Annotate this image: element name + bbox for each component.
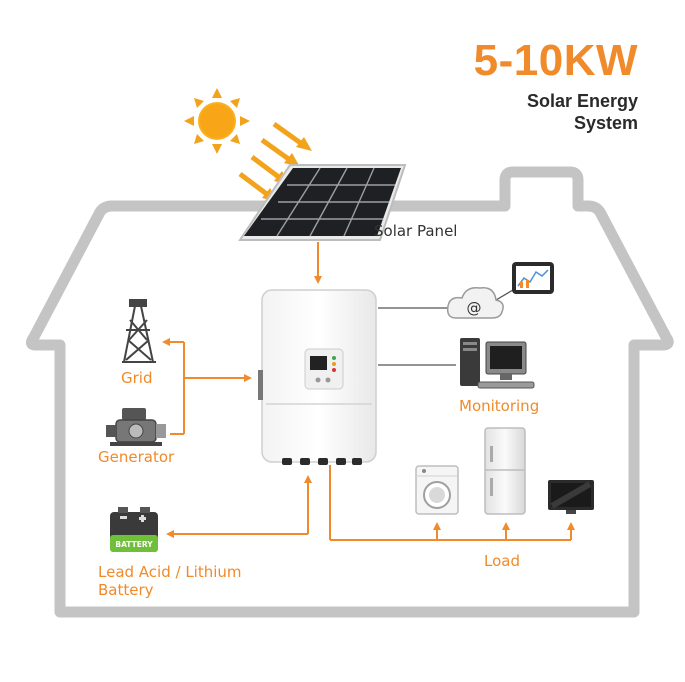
- label-generator: Generator: [98, 448, 175, 466]
- svg-text:@: @: [467, 299, 482, 317]
- load-connection-lines: [329, 465, 575, 541]
- battery-connection-lines: [166, 475, 312, 538]
- battery-icon: BATTERY: [110, 507, 158, 552]
- cloud-at-icon: @: [446, 286, 504, 319]
- page-title: 5-10KW: [473, 36, 638, 85]
- inverter-icon: [258, 289, 377, 465]
- computer-icon: [460, 338, 535, 389]
- house-outline: [25, 166, 674, 618]
- label-load: Load: [484, 552, 520, 570]
- label-monitoring: Monitoring: [459, 397, 540, 415]
- washing-machine-icon: [415, 465, 459, 515]
- tv-icon: [548, 480, 594, 514]
- refrigerator-icon: [484, 427, 526, 515]
- grid-connection-lines: [162, 338, 252, 435]
- generator-icon: [106, 408, 166, 446]
- sun-icon: [184, 88, 250, 154]
- tablet-icon: [512, 262, 554, 294]
- page-subtitle: Solar Energy System: [526, 91, 638, 133]
- grid-tower-icon: [122, 299, 156, 363]
- label-battery: Lead Acid / Lithium Battery: [98, 563, 242, 599]
- label-solar-panel: Solar Panel: [374, 222, 458, 240]
- label-grid: Grid: [121, 369, 153, 387]
- solar-panel-icon: [238, 164, 407, 241]
- battery-badge: BATTERY: [115, 540, 153, 549]
